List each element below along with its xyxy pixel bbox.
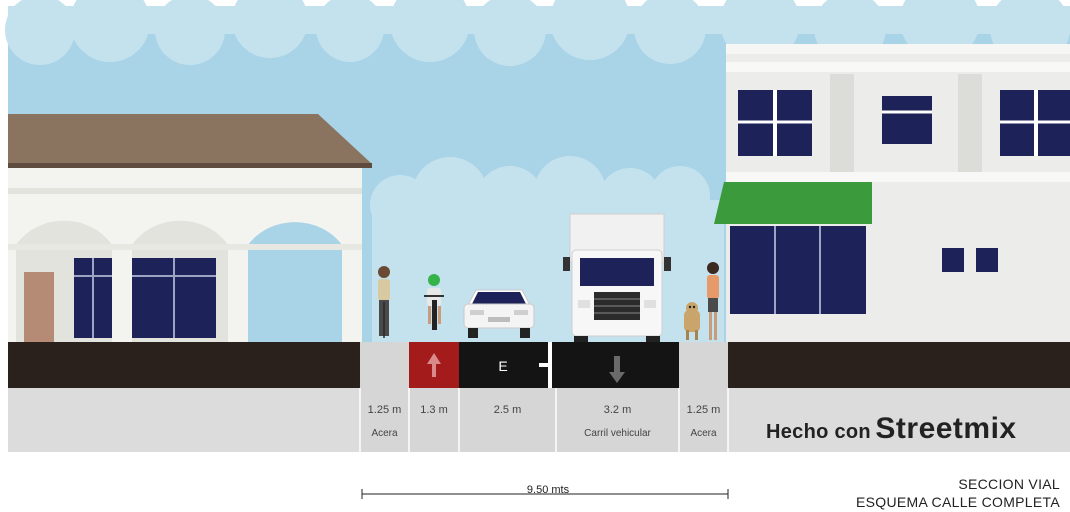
- arrow-down-marking: [609, 356, 625, 383]
- segment-parking-lane: [459, 342, 556, 452]
- segment-label-sidewalk-right: Acera: [690, 428, 717, 439]
- right-building: [714, 44, 1070, 342]
- segment-sidewalk-left: [360, 342, 409, 452]
- base-band-right: [728, 388, 1070, 452]
- segment-label-sidewalk-left: Acera: [371, 428, 398, 439]
- total-width-dimension: [361, 489, 729, 499]
- cyclist: [424, 274, 444, 330]
- brand-prefix: Hecho con: [766, 421, 871, 443]
- segment-width-bike-lane: 1.3 m: [420, 404, 448, 416]
- brand-name: Streetmix: [875, 412, 1017, 445]
- streetmix-brand: Hecho con Streetmix: [766, 412, 1017, 446]
- segment-width-parking-lane: 2.5 m: [493, 404, 522, 416]
- total-width-label: 9.50 mts: [526, 484, 570, 496]
- segment-width-drive-lane: 3.2 m: [603, 404, 632, 416]
- segment-sidewalk-right: [679, 342, 728, 452]
- parking-lane-marking: E: [498, 358, 508, 374]
- segment-drive-lane: [556, 342, 679, 452]
- caption-line-2: ESQUEMA CALLE COMPLETA: [856, 494, 1060, 510]
- pedestrian-right: [707, 262, 719, 340]
- left-building: [8, 114, 372, 342]
- parked-car: [463, 289, 535, 338]
- arrow-up-marking: [427, 353, 441, 377]
- segment-label-drive-lane: Carril vehicular: [584, 428, 651, 439]
- segment-bike-lane: [409, 342, 459, 452]
- ground-band-right: [728, 342, 1070, 388]
- base-band-left: [8, 388, 360, 452]
- caption-line-1: SECCION VIAL: [958, 476, 1060, 492]
- awning: [714, 182, 872, 224]
- segment-width-sidewalk-left: 1.25 m: [367, 404, 402, 416]
- ground-band-left: [8, 342, 360, 388]
- segment-width-sidewalk-right: 1.25 m: [686, 404, 721, 416]
- truck: [563, 213, 671, 342]
- segment-dividers: [359, 388, 729, 452]
- pedestrian-left: [378, 266, 390, 338]
- dog: [684, 302, 700, 340]
